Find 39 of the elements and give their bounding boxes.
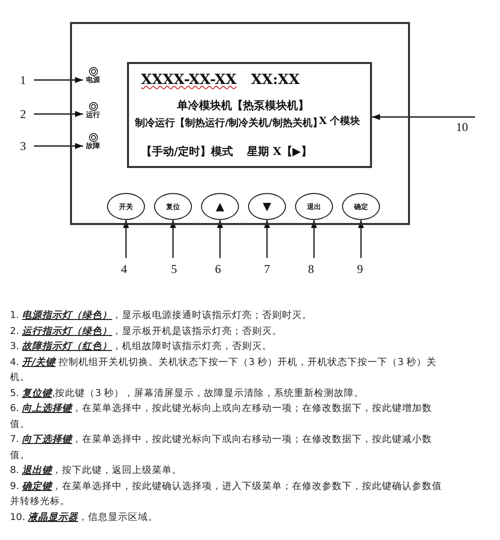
- arrow: [170, 220, 176, 258]
- arrow: [358, 220, 364, 258]
- callout-number: 9: [353, 262, 367, 276]
- callout-number: 4: [117, 262, 131, 276]
- lcd-display: [127, 62, 372, 168]
- description-text: 4. 开/关键 控制机组开关机切换。关机状态下按一下（3 秒）开机，开机状态下按一下（3 秒）关机。: [10, 356, 438, 385]
- callout-number: 3: [16, 139, 30, 153]
- control-panel: [70, 22, 410, 225]
- display-text: 单冷模块机【热泵模块机】: [177, 98, 309, 113]
- description-text: 3. 故障指示灯（红色），机组故障时该指示灯亮，否则灭。: [10, 340, 274, 354]
- callout-number: 6: [211, 262, 225, 276]
- description-text: 9. 确定键，在菜单选择中，按此键确认选择项，进入下级菜单；在修改参数下，按此键确认参数值并转移光标。: [10, 480, 444, 509]
- display-text: XX:XX: [251, 72, 300, 88]
- arrow: [372, 114, 475, 120]
- callout-number: 1: [16, 73, 30, 87]
- arrow: [217, 220, 223, 258]
- description-text: 6. 向上选择键，在菜单选择中，按此键光标向上或向左移动一项；在修改数据下，按此键增加数值。: [10, 402, 434, 432]
- push-button: ▼: [248, 193, 286, 220]
- description-text: 10. 液晶显示器，信息显示区域。: [10, 510, 160, 524]
- description-text: 1. 电源指示灯（绿色），显示板电源接通时该指示灯亮；否则时灭。: [10, 309, 314, 323]
- description-text: 2. 运行指示灯（绿色），显示板开机是该指示灯亮；否则灭。: [10, 324, 284, 338]
- callout-number: 10: [453, 120, 471, 134]
- display-text: XXXX-XX-XX: [141, 72, 236, 88]
- callout-number: 5: [167, 262, 181, 276]
- callout-number: 7: [260, 262, 274, 276]
- arrow: [311, 220, 317, 258]
- callout-number: 2: [16, 107, 30, 121]
- arrow: [123, 220, 129, 258]
- description-text: 7. 向下选择键，在菜单选择中，按此键光标向下或向右移动一项；在修改数据下，按此键减小数值。: [10, 433, 434, 462]
- display-text: 【手动/定时】模式: [141, 144, 234, 159]
- description-text: 8. 退出键，按下此键，返回上级菜单。: [10, 464, 184, 478]
- arrow: [264, 220, 270, 258]
- display-text: 星期 X【▶】: [247, 144, 312, 159]
- arrow: [34, 111, 83, 117]
- description-text: 5. 复位键,按此键（3 秒），屏幕清屏显示，故障显示清除，系统重新检测故障。: [10, 386, 366, 400]
- callout-number: 8: [304, 262, 318, 276]
- arrow: [34, 77, 83, 83]
- push-button: ▲: [201, 193, 239, 220]
- arrow: [34, 143, 83, 149]
